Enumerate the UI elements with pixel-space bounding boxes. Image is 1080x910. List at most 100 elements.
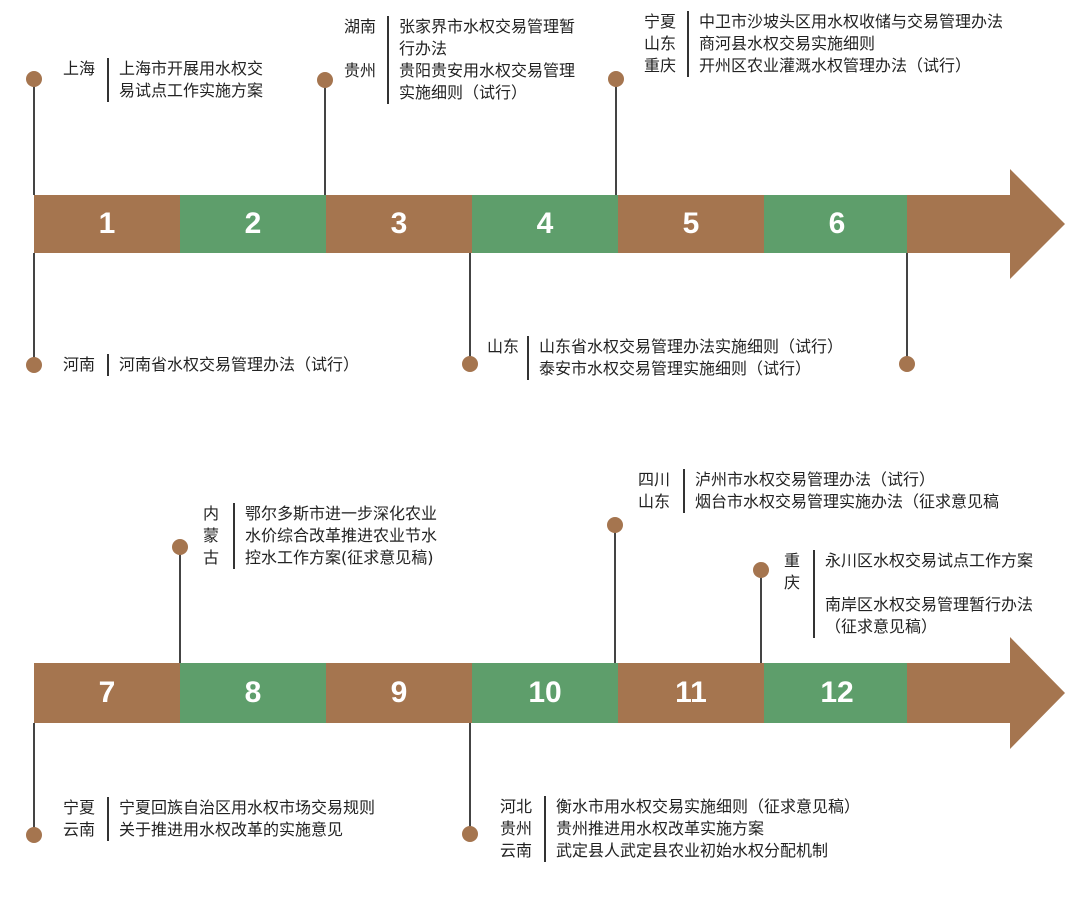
timeline-arrowhead — [907, 169, 1065, 279]
policy-annotation: 重庆 永川区水权交易试点工作方案 南岸区水权交易管理暂行办法 （征求意见稿） — [778, 550, 1033, 638]
province-label: 山东 — [486, 337, 519, 356]
timeline-segment-7: 7 — [34, 663, 180, 723]
province-column: 河北贵州云南 — [495, 796, 544, 862]
policy-list: 山东省水权交易管理办法实施细则（试行） 泰安市水权交易管理实施细则（试行） — [527, 336, 843, 380]
policy-item: 行办法 — [399, 39, 448, 58]
timeline-marker-dot — [608, 71, 624, 87]
timeline-marker-dot — [607, 517, 623, 533]
policy-item: 武定县人武定县农业初始水权分配机制 — [556, 841, 829, 860]
policy-item: 中卫市沙坡头区用水权收储与交易管理办法 — [699, 12, 1004, 31]
timeline-stem — [469, 723, 471, 834]
policy-annotation: 宁夏云南宁夏回族自治区用水权市场交易规则关于推进用水权改革的实施意见 — [58, 797, 375, 841]
timeline-stem — [33, 253, 35, 365]
timeline-segment-11: 11 — [618, 663, 764, 723]
policy-list: 衡水市用水权交易实施细则（征求意见稿）贵州推进用水权改革实施方案武定县人武定县农… — [544, 796, 860, 862]
timeline-stem — [615, 79, 617, 195]
policy-item: 开州区农业灌溉水权管理办法（试行） — [699, 56, 972, 75]
policy-annotation: 宁夏山东重庆中卫市沙坡头区用水权收储与交易管理办法商河县水权交易实施细则开州区农… — [640, 11, 1003, 77]
timeline-segment-12: 12 — [764, 663, 910, 723]
province-label: 山东 — [643, 34, 676, 53]
province-label: 山东 — [637, 492, 670, 511]
policy-item: 泰安市水权交易管理实施细则（试行） — [539, 359, 812, 378]
policy-list: 鄂尔多斯市进一步深化农业水价综合改革推进农业节水控水工作方案(征求意见稿) — [233, 503, 437, 569]
province-label: 云南 — [499, 841, 532, 860]
timeline-stem — [906, 253, 908, 364]
policy-item: 河南省水权交易管理办法（试行） — [119, 355, 360, 374]
policy-item: 上海市开展用水权交 — [119, 59, 264, 78]
timeline-stem — [33, 79, 35, 195]
province-label: 贵州 — [499, 819, 532, 838]
province-column: 内蒙古 — [196, 503, 233, 569]
province-label: 庆 — [783, 573, 800, 592]
province-column: 宁夏云南 — [58, 797, 107, 841]
policy-item: 南岸区水权交易管理暂行办法 — [825, 595, 1034, 614]
timeline-marker-dot — [26, 827, 42, 843]
timeline-arrowhead — [907, 637, 1065, 749]
province-label: 重庆 — [643, 56, 676, 75]
province-label — [58, 80, 100, 102]
timeline-segment-9: 9 — [326, 663, 472, 723]
policy-item: 烟台市水权交易管理实施办法（征求意见稿 — [695, 492, 1000, 511]
timeline-marker-dot — [172, 539, 188, 555]
policy-item: 控水工作方案(征求意见稿) — [245, 548, 434, 567]
policy-annotation: 内蒙古鄂尔多斯市进一步深化农业水价综合改革推进农业节水控水工作方案(征求意见稿) — [196, 503, 437, 569]
policy-item: 泸州市水权交易管理办法（试行） — [695, 470, 936, 489]
province-label — [340, 38, 380, 60]
policy-list: 宁夏回族自治区用水权市场交易规则关于推进用水权改革的实施意见 — [107, 797, 375, 841]
province-label: 河南 — [62, 355, 95, 374]
province-label: 内 — [202, 504, 219, 523]
timeline-marker-dot — [26, 71, 42, 87]
province-column: 河南 — [58, 354, 107, 376]
policy-annotation: 四川山东泸州市水权交易管理办法（试行）烟台市水权交易管理实施办法（征求意见稿 — [632, 469, 999, 513]
province-column: 四川山东 — [632, 469, 683, 513]
province-label: 湖南 — [343, 17, 376, 36]
province-label: 蒙 — [202, 526, 219, 545]
policy-list: 河南省水权交易管理办法（试行） — [107, 354, 359, 376]
province-label — [486, 358, 520, 380]
policy-list: 张家界市水权交易管理暂行办法贵阳贵安用水权交易管理实施细则（试行） — [387, 16, 575, 104]
timeline-segment-5: 5 — [618, 195, 764, 253]
policy-item: 鄂尔多斯市进一步深化农业 — [245, 504, 438, 523]
policy-item: 关于推进用水权改革的实施意见 — [119, 820, 344, 839]
province-label: 四川 — [637, 470, 670, 489]
timeline-stem — [469, 253, 471, 364]
policy-annotation: 河北贵州云南衡水市用水权交易实施细则（征求意见稿）贵州推进用水权改革实施方案武定… — [495, 796, 860, 862]
policy-annotation: 上海 上海市开展用水权交易试点工作实施方案 — [58, 58, 263, 102]
timeline-stem — [33, 723, 35, 835]
province-label: 宁夏 — [62, 798, 95, 817]
timeline-segment-3: 3 — [326, 195, 472, 253]
policy-item: 易试点工作实施方案 — [119, 81, 264, 100]
timeline-segment-4: 4 — [472, 195, 618, 253]
timeline-stem — [179, 547, 181, 663]
timeline-segment-1: 1 — [34, 195, 180, 253]
policy-item: 水价综合改革推进农业节水 — [245, 526, 438, 545]
province-column: 湖南 贵州 — [340, 16, 387, 104]
timeline-stem — [614, 525, 616, 663]
policy-item: （征求意见稿） — [825, 617, 938, 636]
policy-list: 中卫市沙坡头区用水权收储与交易管理办法商河县水权交易实施细则开州区农业灌溉水权管… — [687, 11, 1003, 77]
timeline-marker-dot — [462, 826, 478, 842]
policy-item: 山东省水权交易管理办法实施细则（试行） — [539, 337, 844, 356]
policy-list: 永川区水权交易试点工作方案 南岸区水权交易管理暂行办法 （征求意见稿） — [813, 550, 1033, 638]
timeline-segment-2: 2 — [180, 195, 326, 253]
policy-item: 商河县水权交易实施细则 — [699, 34, 876, 53]
policy-annotation: 山东 山东省水权交易管理办法实施细则（试行） 泰安市水权交易管理实施细则（试行） — [486, 336, 843, 380]
province-label: 云南 — [62, 820, 95, 839]
province-label: 河北 — [499, 797, 532, 816]
timeline-stem — [760, 570, 762, 663]
timeline-marker-dot — [753, 562, 769, 578]
policy-item: 永川区水权交易试点工作方案 — [825, 551, 1034, 570]
policy-item: 张家界市水权交易管理暂 — [399, 17, 576, 36]
timeline-marker-dot — [26, 357, 42, 373]
timeline-segment-8: 8 — [180, 663, 326, 723]
policy-item — [825, 572, 1033, 594]
province-label: 贵州 — [343, 61, 376, 80]
policy-item: 贵阳贵安用水权交易管理 — [399, 61, 576, 80]
policy-item: 贵州推进用水权改革实施方案 — [556, 819, 765, 838]
timeline-marker-dot — [317, 72, 333, 88]
province-column: 宁夏山东重庆 — [640, 11, 687, 77]
province-label: 重 — [783, 551, 800, 570]
policy-annotation: 湖南 贵州 张家界市水权交易管理暂行办法贵阳贵安用水权交易管理实施细则（试行） — [340, 16, 575, 104]
province-label — [340, 82, 380, 104]
